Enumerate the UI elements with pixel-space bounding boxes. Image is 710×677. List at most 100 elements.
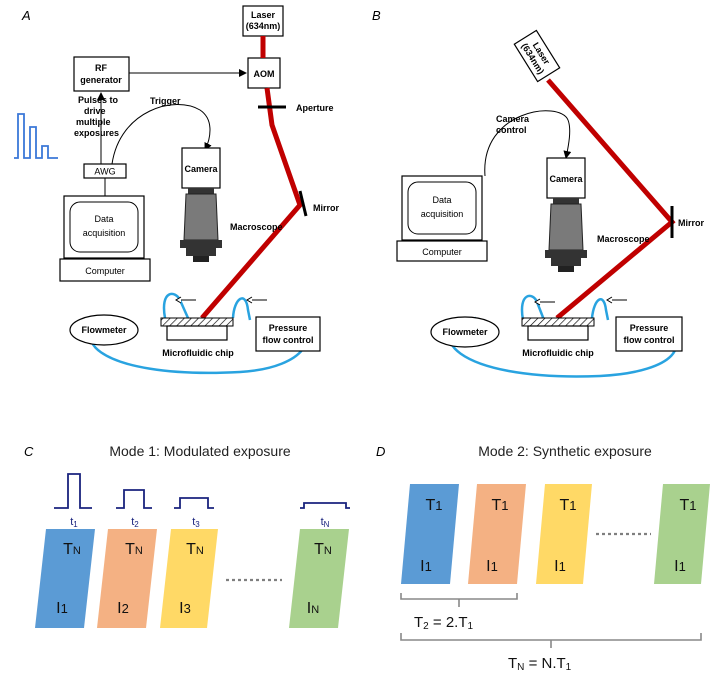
data-acq-a-1: Data — [94, 214, 113, 224]
computer-label-b: Computer — [422, 247, 462, 257]
camera-control-2: control — [496, 125, 527, 135]
pulses-label-4: exposures — [74, 128, 119, 138]
data-acq-a-2: acquisition — [83, 228, 126, 238]
flowmeter-a — [69, 314, 139, 346]
frame-d-3-bottom: I1 — [554, 558, 566, 575]
panel-c-label: C — [24, 444, 34, 459]
frame-c-1 — [35, 529, 95, 628]
pulse-label-1: t1 — [70, 516, 78, 529]
aom-label: AOM — [254, 69, 275, 79]
camera-a — [181, 147, 221, 189]
chip-hatch-a — [160, 317, 234, 327]
pulses-label-1: Pulses to — [78, 95, 119, 105]
frame-d-1 — [401, 484, 459, 584]
macroscope-lens-a — [193, 256, 209, 262]
camera-control-curve — [484, 110, 572, 177]
computer-base-b — [396, 240, 488, 262]
frame-c-2-bottom: I2 — [117, 600, 129, 617]
pulse-label-2: t2 — [131, 516, 139, 529]
macroscope-ring2-a — [186, 248, 216, 256]
flow-arrowhead-1 — [175, 296, 182, 304]
macroscope-ring2-b — [551, 258, 581, 266]
frame-d-1-top: T1 — [425, 497, 442, 514]
macroscope-ring-a — [180, 240, 222, 248]
frame-d-1-bottom: I1 — [420, 558, 432, 575]
panel-b-label: B — [372, 8, 381, 23]
chip-label-a: Microfluidic chip — [162, 348, 234, 358]
frame-c-n — [289, 529, 349, 628]
frame-d-2 — [468, 484, 526, 584]
pressure-box-a — [255, 316, 321, 352]
pressure-label-a-2: flow control — [263, 335, 314, 345]
macroscope-lens-b — [558, 266, 574, 272]
chip-hatch-b — [521, 317, 595, 327]
flow-arrowhead-b2 — [606, 296, 613, 304]
chip-label-b: Microfluidic chip — [522, 348, 594, 358]
pressure-label-b-2: flow control — [624, 335, 675, 345]
flowmeter-label-b: Flowmeter — [442, 327, 488, 337]
laser-wavelength: (634nm) — [246, 21, 281, 31]
computer-base-a — [59, 258, 151, 282]
pulses-label-3: multiple — [76, 117, 111, 127]
pressure-box-b — [615, 316, 683, 352]
screen-b — [407, 181, 477, 235]
flow-arrowhead-b1 — [534, 298, 541, 306]
camera-control-1: Camera — [496, 114, 530, 124]
mirror-label-b: Mirror — [678, 218, 705, 228]
trigger-label: Trigger — [150, 96, 181, 106]
frame-c-3-bottom: I3 — [179, 600, 191, 617]
frame-c-1-top: TN — [63, 541, 81, 558]
mirror — [298, 190, 308, 217]
camera-mount-b — [553, 198, 579, 204]
panel-d: D Mode 2: Synthetic exposure T1 T1 T1 T1… — [376, 443, 710, 673]
camera-mount-a — [188, 188, 214, 194]
pulse-label-3: t3 — [192, 516, 200, 529]
camera-label-a: Camera — [184, 164, 218, 174]
macroscope-label-a: Macroscope — [230, 222, 283, 232]
frame-d-2-top: T1 — [491, 497, 508, 514]
frame-c-2-top: TN — [125, 541, 143, 558]
pressure-label-b-1: Pressure — [630, 323, 669, 333]
frame-c-2 — [97, 529, 157, 628]
macroscope-ring-b — [545, 250, 587, 258]
chip-body-a — [166, 325, 228, 341]
panel-d-label: D — [376, 444, 385, 459]
computer-label-a: Computer — [85, 266, 125, 276]
pressure-label-a-1: Pressure — [269, 323, 308, 333]
camera-label-b: Camera — [549, 174, 583, 184]
frame-c-n-top: TN — [314, 541, 332, 558]
pulse-illustration — [14, 113, 58, 159]
data-acq-b-1: Data — [432, 195, 451, 205]
mode2-title: Mode 2: Synthetic exposure — [478, 443, 652, 459]
frame-d-n — [654, 484, 710, 584]
pulse-3 — [174, 497, 214, 509]
aperture-label: Aperture — [296, 103, 334, 113]
laser-label: Laser — [251, 10, 276, 20]
aom-box — [247, 57, 281, 89]
frame-c-1-bottom: I1 — [56, 600, 68, 617]
pulse-n — [300, 502, 350, 509]
frame-d-n-bottom: I1 — [674, 558, 686, 575]
frame-d-3 — [536, 484, 592, 584]
camera-b — [546, 157, 586, 199]
frame-c-3-top: TN — [186, 541, 204, 558]
eq-t2: T2 = 2.T1 — [414, 614, 474, 632]
rf-generator-box — [73, 56, 130, 92]
panel-a: A Laser (634nm) AOM Aperture Mirror RF g… — [14, 5, 340, 375]
rf-label-1: RF — [95, 63, 107, 73]
laser-b: Laser (634nm) — [513, 29, 561, 83]
bracket-t2 — [400, 593, 518, 607]
panel-a-label: A — [21, 8, 31, 23]
pulse-2 — [116, 489, 152, 509]
frame-d-3-top: T1 — [559, 497, 576, 514]
pulses-label-2: drive — [84, 106, 106, 116]
macroscope-body-a — [183, 193, 219, 241]
eq-tn: TN = N.T1 — [508, 655, 572, 673]
rf-label-2: generator — [80, 75, 122, 85]
mode1-title: Mode 1: Modulated exposure — [109, 443, 291, 459]
macroscope-label-b: Macroscope — [597, 234, 650, 244]
chip-body-b — [527, 325, 589, 341]
awg-label: AWG — [94, 167, 115, 177]
frame-c-n-bottom: IN — [307, 600, 319, 617]
